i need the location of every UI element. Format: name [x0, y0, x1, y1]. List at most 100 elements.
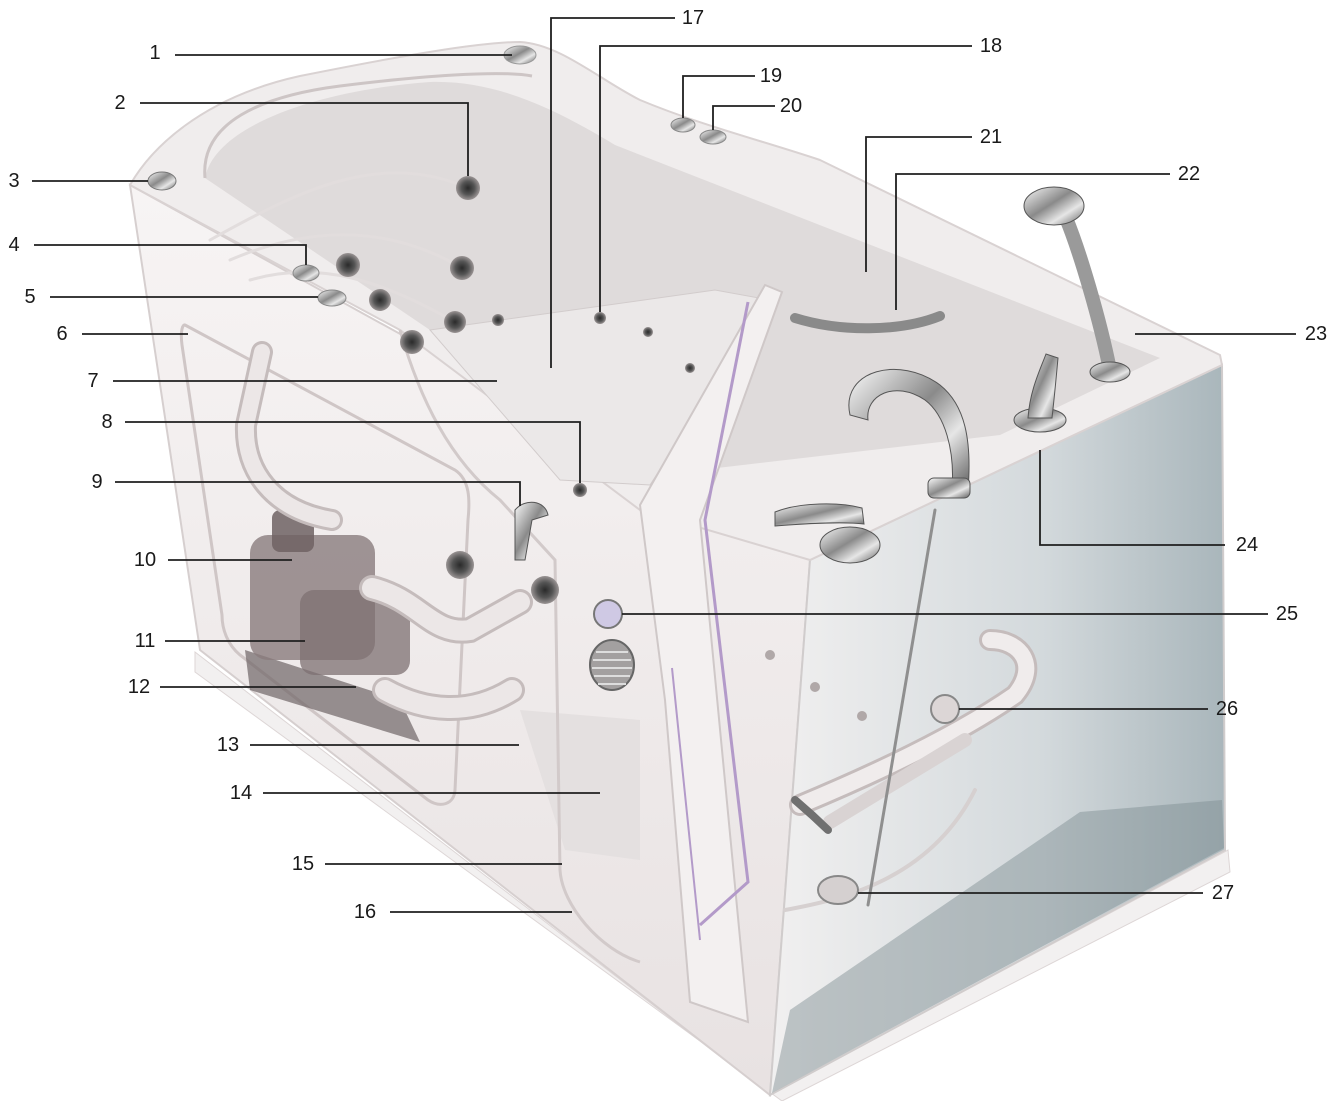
callout-14: 14 — [230, 782, 600, 804]
callout-20: 20 — [712, 95, 802, 130]
headrest-curve — [203, 72, 533, 179]
callout-21: 21 — [865, 126, 1002, 272]
leader-line-24 — [1039, 450, 1225, 546]
callout-number-2: 2 — [114, 92, 125, 114]
leader-line-20 — [712, 105, 775, 130]
callout-12: 12 — [128, 676, 356, 698]
air-jet — [810, 682, 820, 692]
jet — [369, 289, 391, 311]
callout-number-11: 11 — [135, 630, 156, 652]
tub-body — [128, 183, 1231, 1101]
jet — [456, 176, 480, 200]
callout-number-9: 9 — [91, 471, 102, 493]
callout-16: 16 — [354, 901, 572, 923]
leader-line-8 — [125, 421, 581, 483]
callout-26: 26 — [959, 698, 1238, 720]
callout-27: 27 — [858, 882, 1234, 904]
callout-number-14: 14 — [230, 782, 252, 804]
callout-number-7: 7 — [87, 370, 98, 392]
pipe-fittings — [791, 796, 832, 834]
callout-number-22: 22 — [1178, 163, 1200, 185]
floor-shadow — [772, 800, 1224, 1093]
diverter-lever — [1027, 353, 1059, 419]
callout-number-3: 3 — [8, 170, 19, 192]
callout-number-24: 24 — [1236, 534, 1258, 556]
front-inner-panel — [179, 323, 471, 806]
air-jet — [685, 363, 695, 373]
callout-number-10: 10 — [134, 549, 156, 571]
hand-shower-head — [1023, 186, 1085, 226]
right-pipe — [792, 632, 1035, 813]
callout-17: 17 — [550, 7, 704, 368]
faucet-body — [927, 477, 971, 499]
leader-line-17 — [550, 17, 675, 368]
rim-button — [670, 117, 696, 133]
drain-linkage-rod — [866, 508, 937, 907]
purge-button — [593, 599, 623, 629]
callout-number-5: 5 — [24, 286, 35, 308]
leader-line-18 — [599, 45, 972, 312]
leader-line-19 — [682, 75, 755, 118]
faucet-handle — [774, 503, 865, 527]
callout-5: 5 — [24, 286, 318, 308]
callout-number-26: 26 — [1216, 698, 1238, 720]
callout-19: 19 — [682, 65, 782, 118]
rim-button — [317, 289, 347, 307]
pipe-2 — [375, 680, 522, 718]
callout-number-1: 1 — [149, 42, 160, 64]
air-jet — [857, 711, 867, 721]
callout-22: 22 — [895, 163, 1200, 310]
jet — [531, 576, 559, 604]
jet — [450, 256, 474, 280]
callout-number-27: 27 — [1212, 882, 1234, 904]
door-seal — [698, 301, 750, 927]
callouts: 1234567891011121314151617181920212223242… — [8, 7, 1327, 923]
callout-13: 13 — [217, 734, 519, 756]
rim-knob — [147, 171, 177, 191]
callout-number-21: 21 — [980, 126, 1002, 148]
callout-15: 15 — [292, 853, 562, 875]
jet — [336, 253, 360, 277]
rim-button — [292, 264, 320, 282]
callout-number-6: 6 — [56, 323, 67, 345]
callout-9: 9 — [91, 471, 521, 506]
rim-button — [699, 129, 727, 145]
leader-line-4 — [34, 244, 307, 265]
callout-number-8: 8 — [101, 411, 112, 433]
callout-number-23: 23 — [1305, 323, 1327, 345]
door — [638, 283, 784, 1024]
air-lines — [208, 171, 470, 324]
callout-18: 18 — [599, 35, 1002, 312]
pump-base-plate — [245, 650, 420, 742]
drain-valve — [817, 875, 859, 905]
callout-4: 4 — [8, 234, 307, 265]
callout-23: 23 — [1135, 323, 1327, 345]
callout-number-15: 15 — [292, 853, 314, 875]
callout-number-4: 4 — [8, 234, 19, 256]
basin-floor — [520, 710, 640, 860]
right-pipe-2 — [823, 733, 972, 829]
pipe-1 — [362, 578, 530, 641]
jet — [444, 311, 466, 333]
leader-line-2 — [140, 102, 469, 176]
callout-2: 2 — [114, 92, 469, 176]
drain-grate-hatch — [592, 651, 632, 685]
air-jet — [643, 327, 653, 337]
callout-24: 24 — [1039, 450, 1258, 556]
grab-bar — [790, 311, 945, 334]
callout-number-16: 16 — [354, 901, 376, 923]
callout-11: 11 — [135, 630, 305, 652]
callout-3: 3 — [8, 170, 148, 192]
leader-line-21 — [865, 136, 972, 272]
callout-25: 25 — [622, 603, 1298, 625]
callout-number-12: 12 — [128, 676, 150, 698]
callout-10: 10 — [134, 549, 292, 571]
pump-assembly — [245, 510, 420, 742]
hand-shower-base — [1089, 361, 1131, 383]
jet — [446, 551, 474, 579]
air-jet — [765, 650, 775, 660]
check-valve — [930, 694, 960, 724]
faucet-handle-base — [819, 526, 881, 564]
air-jet — [594, 312, 606, 324]
